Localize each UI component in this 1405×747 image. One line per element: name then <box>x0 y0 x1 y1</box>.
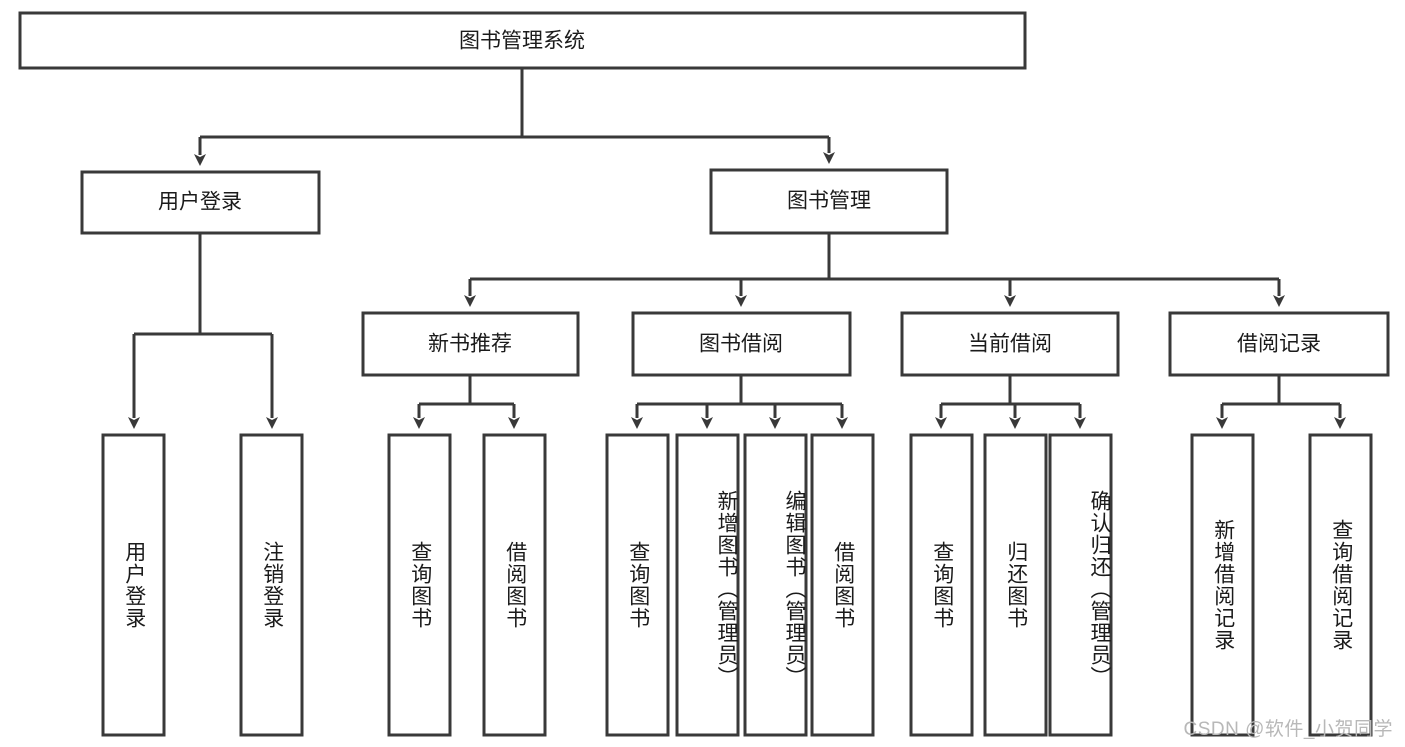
leaf-box-add-book-admin[interactable] <box>675 433 740 737</box>
node-new-book-recommend-label: 新书推荐 <box>428 333 512 356</box>
connector-userlogin-to-leaves <box>128 233 278 429</box>
connector-bookmgmt-to-level2 <box>464 233 1285 307</box>
leaf-box-query-borrow-record[interactable] <box>1308 433 1373 737</box>
leaf-box-add-borrow-record[interactable] <box>1190 433 1255 737</box>
node-borrow-record[interactable]: 借阅记录 <box>1168 311 1390 377</box>
node-root-label: 图书管理系统 <box>459 30 585 53</box>
node-root[interactable]: 图书管理系统 <box>18 11 1027 70</box>
leaf-box-query-book-borrow[interactable] <box>605 433 670 737</box>
node-new-book-recommend[interactable]: 新书推荐 <box>361 311 580 377</box>
leaf-box-user-login[interactable] <box>101 433 166 737</box>
leaf-box-edit-book-admin[interactable] <box>743 433 808 737</box>
node-book-borrow[interactable]: 图书借阅 <box>631 311 852 377</box>
leaf-box-query-book-current[interactable] <box>909 433 974 737</box>
node-book-management[interactable]: 图书管理 <box>709 168 949 235</box>
connector-borrow-to-leaves <box>631 375 848 429</box>
leaf-box-query-book-new[interactable] <box>387 433 452 737</box>
connector-current-to-leaves <box>935 375 1086 429</box>
leaf-box-return-book[interactable] <box>983 433 1048 737</box>
node-borrow-record-label: 借阅记录 <box>1237 333 1321 356</box>
node-book-management-label: 图书管理 <box>787 190 871 213</box>
leaf-box-confirm-return-admin[interactable] <box>1048 433 1113 737</box>
connector-record-to-leaves <box>1216 375 1346 429</box>
node-user-login-label: 用户登录 <box>158 191 242 214</box>
connector-root-to-level1 <box>194 68 835 166</box>
connector-newbook-to-leaves <box>413 375 520 429</box>
leaf-box-logout[interactable] <box>239 433 304 737</box>
node-current-borrow[interactable]: 当前借阅 <box>900 311 1120 377</box>
node-book-borrow-label: 图书借阅 <box>699 333 783 356</box>
leaf-box-borrow-book-new[interactable] <box>482 433 547 737</box>
node-user-login[interactable]: 用户登录 <box>80 170 321 235</box>
leaf-boxes <box>101 433 1373 737</box>
watermark-text: CSDN @软件_小贺同学 <box>1183 719 1393 740</box>
leaf-box-borrow-book[interactable] <box>810 433 875 737</box>
node-current-borrow-label: 当前借阅 <box>968 333 1052 356</box>
